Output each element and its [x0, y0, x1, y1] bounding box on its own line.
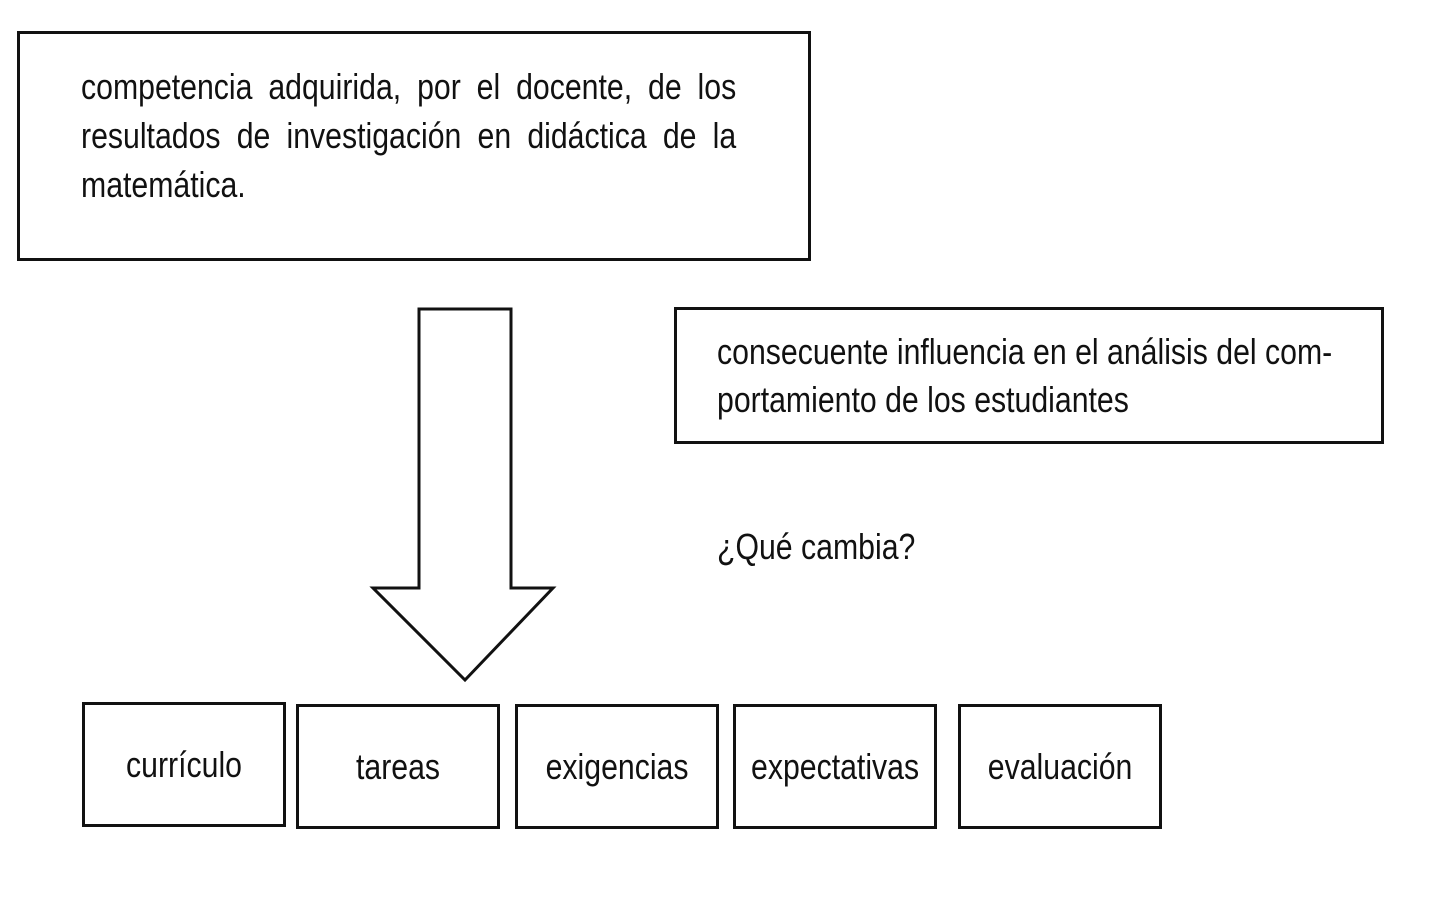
box-label: currículo — [126, 743, 242, 785]
box-exigencias: exigencias — [515, 704, 719, 829]
box-label: tareas — [355, 745, 441, 787]
competence-text: competencia adquirida, por el docente, d… — [81, 66, 737, 205]
box-tareas: tareas — [296, 704, 500, 829]
question-text: ¿Qué cambia? — [717, 526, 916, 567]
influence-line-1: consecuente influencia en el análisis de… — [717, 331, 1333, 372]
box-evaluacion: evaluación — [958, 704, 1162, 829]
influence-line-2: portamiento de los estudiantes — [717, 379, 1129, 420]
box-label: expectativas — [750, 745, 920, 787]
competence-box: competencia adquirida, por el docente, d… — [17, 31, 811, 261]
box-label: evaluación — [987, 745, 1133, 787]
box-expectativas: expectativas — [733, 704, 937, 829]
influence-box: consecuente influencia en el análisis de… — [674, 307, 1384, 444]
box-curriculo: currículo — [82, 702, 286, 827]
box-label: exigencias — [545, 745, 689, 787]
